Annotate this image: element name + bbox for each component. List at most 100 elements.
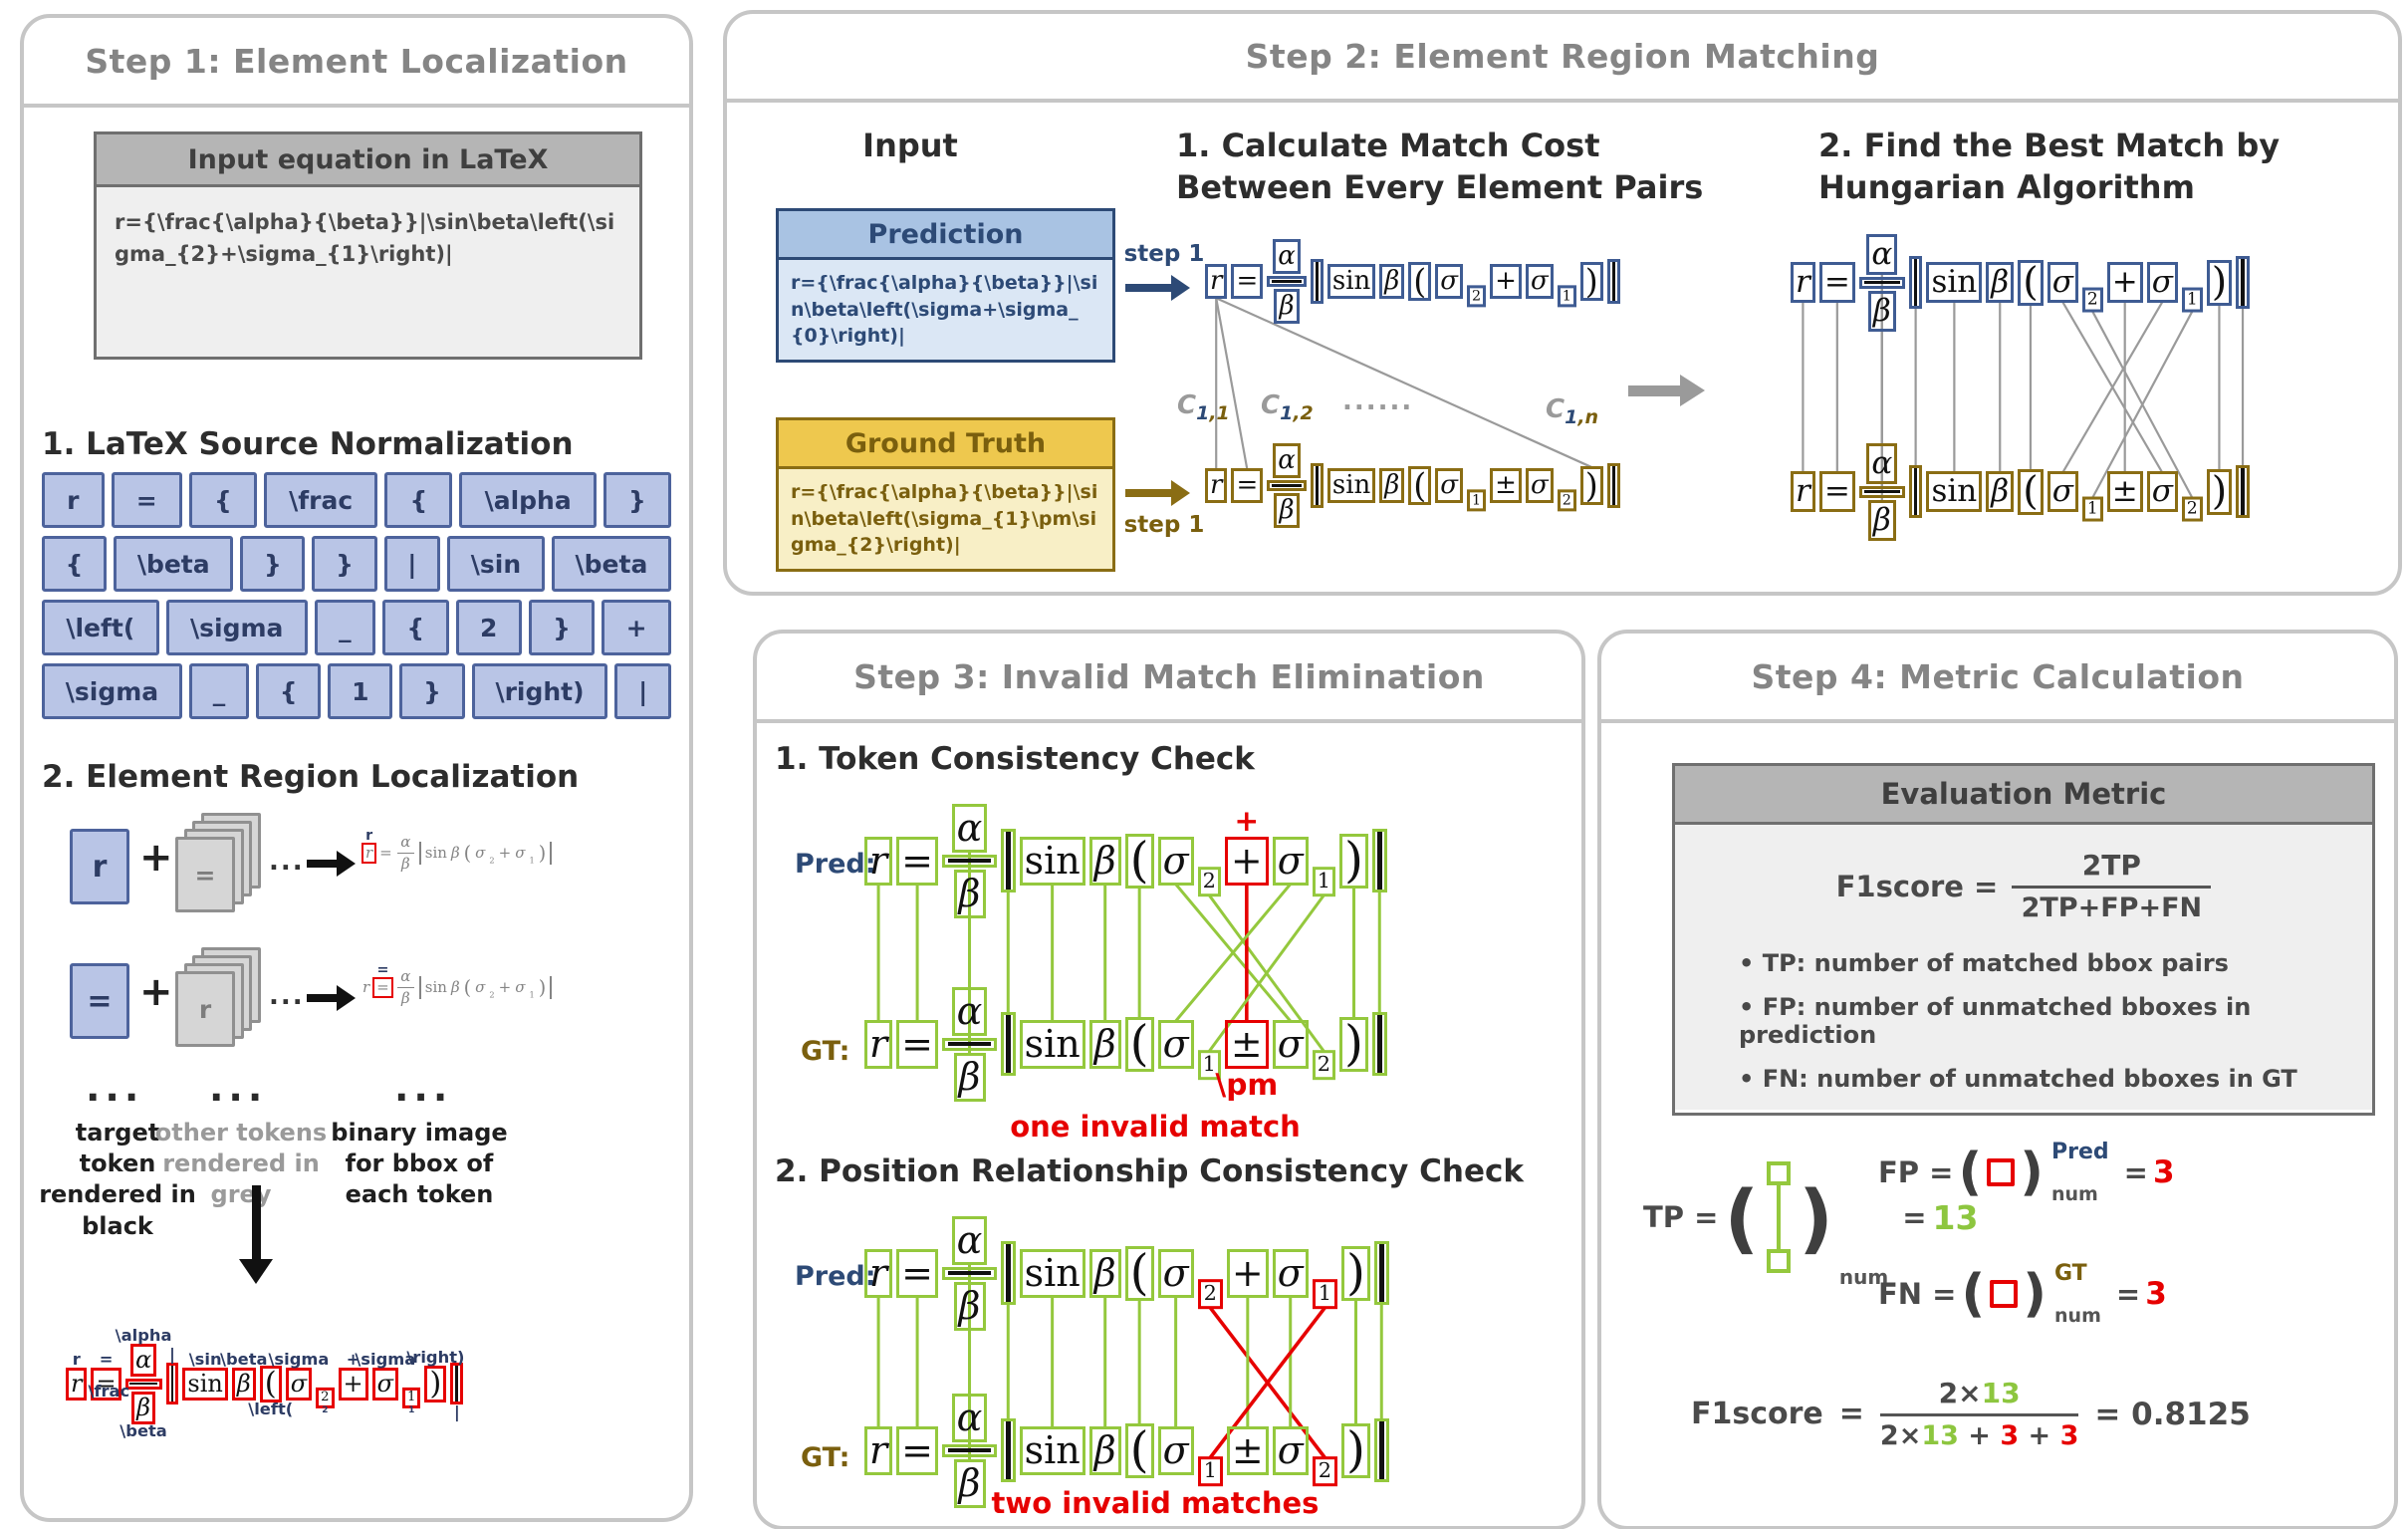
- fn-supsub: GT num: [2054, 1261, 2101, 1327]
- math-token: [1371, 829, 1387, 893]
- math-token: 1: [529, 855, 535, 866]
- fraction-bar: [2012, 886, 2212, 889]
- f1-result: = 0.8125: [2094, 1396, 2251, 1432]
- math-token: r: [1205, 264, 1228, 300]
- panel-step4: Step 4: Metric Calculation Evaluation Me…: [1597, 630, 2398, 1529]
- evaluation-metric-box: Evaluation Metric F1score = 2TP 2TP+FP+F…: [1672, 763, 2375, 1116]
- math-token: |: [450, 1363, 464, 1420]
- math-token: (: [2018, 259, 2044, 306]
- math-token: [1858, 485, 1905, 498]
- equals: =: [2115, 1277, 2141, 1311]
- target-token-chip: =: [70, 963, 129, 1039]
- math-token: σ: [515, 978, 526, 997]
- math-token: [1606, 258, 1620, 305]
- math-token: ==: [372, 963, 393, 998]
- math-token: =: [379, 844, 392, 863]
- panel-step4-title: Step 4: Metric Calculation: [1601, 634, 2394, 723]
- token-label: 2: [322, 1404, 329, 1415]
- math-token: +: [498, 978, 512, 997]
- latex-token: {: [256, 663, 322, 719]
- math-token: [549, 976, 553, 999]
- ellipsis: ...: [86, 1066, 144, 1110]
- evaluation-metric-header: Evaluation Metric: [1675, 766, 2372, 825]
- math-token: ): [2206, 468, 2233, 515]
- math-token: r: [864, 1020, 893, 1069]
- prediction-box: Prediction r={\frac{\alpha}{\beta}}|\sin…: [776, 208, 1115, 363]
- math-token: [396, 852, 415, 855]
- math-token: ): [1579, 262, 1603, 302]
- math-token: sin: [424, 844, 447, 863]
- math-token: (\left(: [248, 1365, 294, 1418]
- math-token: =: [896, 1020, 939, 1069]
- math-token: 1: [1557, 285, 1576, 308]
- math-token: ±: [1226, 1426, 1269, 1475]
- card-front: =: [175, 837, 235, 912]
- math-token: 1: [529, 989, 535, 1000]
- denominator: 2×13 + 3 + 3: [1879, 1420, 2079, 1451]
- math-token: r: [1791, 262, 1815, 304]
- math-token: α: [951, 804, 988, 853]
- math-token: 1: [2181, 287, 2203, 313]
- math-token: (: [1124, 834, 1154, 889]
- math-token: [1371, 1012, 1387, 1077]
- token-label: \sigma: [355, 1350, 416, 1370]
- math-token: [1858, 276, 1905, 289]
- token-grid-row: {\beta}}|\sin\beta: [42, 536, 671, 592]
- latex-token: }: [399, 663, 465, 719]
- f1-computation: F1score = 2×13 2×13 + 3 + 3 = 0.8125: [1691, 1377, 2251, 1451]
- math-token: =: [896, 1426, 939, 1475]
- math-token: [942, 854, 998, 869]
- math-token: α\alpha: [116, 1328, 171, 1377]
- fn-definition: FN: number of unmatched bboxes in GT: [1739, 1065, 2372, 1093]
- match-line-grey: [1215, 298, 1249, 470]
- math-token: α: [400, 967, 411, 985]
- math-token: 1: [1467, 489, 1487, 512]
- math-token: 1: [2081, 496, 2103, 522]
- math-token: α: [1866, 234, 1898, 275]
- math-token: β: [1867, 290, 1896, 332]
- gt-superscript: GT: [2054, 1261, 2087, 1286]
- math-token: 1: [1312, 1279, 1337, 1309]
- input-equation-header: Input equation in LaTeX: [97, 134, 639, 187]
- math-token: σ\sigma: [268, 1351, 329, 1401]
- math-token: α: [1866, 443, 1898, 484]
- math-token: sin: [424, 978, 447, 997]
- math-token: [1267, 480, 1307, 492]
- fp-value: 3: [2152, 1154, 2175, 1190]
- math-token: r: [864, 837, 893, 886]
- heading-position-check: 2. Position Relationship Consistency Che…: [775, 1153, 1524, 1189]
- math-token: σ: [1435, 264, 1464, 300]
- math-token: β: [953, 1459, 986, 1508]
- math-token: α: [1273, 239, 1301, 275]
- math-token: =: [1231, 468, 1264, 504]
- math-token: β: [450, 844, 460, 863]
- match-lines: [876, 851, 1381, 1055]
- math-token: [418, 842, 422, 865]
- evaluation-metric-body: F1score = 2TP 2TP+FP+FN TP: number of ma…: [1675, 825, 2372, 1110]
- plus-sign: +: [139, 969, 173, 1015]
- math-token: σ: [1525, 264, 1554, 300]
- math-token: [1373, 1241, 1389, 1306]
- math-token: β: [953, 1282, 986, 1331]
- latex-token: |: [383, 536, 441, 592]
- cost-label-c11: C1,1: [1177, 390, 1230, 424]
- arrow-right-icon-grey: [1628, 375, 1705, 406]
- num-subscript: num: [2051, 1183, 2098, 1205]
- caption-other-tokens: other tokens rendered in grey: [154, 1119, 328, 1209]
- token-label: +: [346, 1350, 361, 1370]
